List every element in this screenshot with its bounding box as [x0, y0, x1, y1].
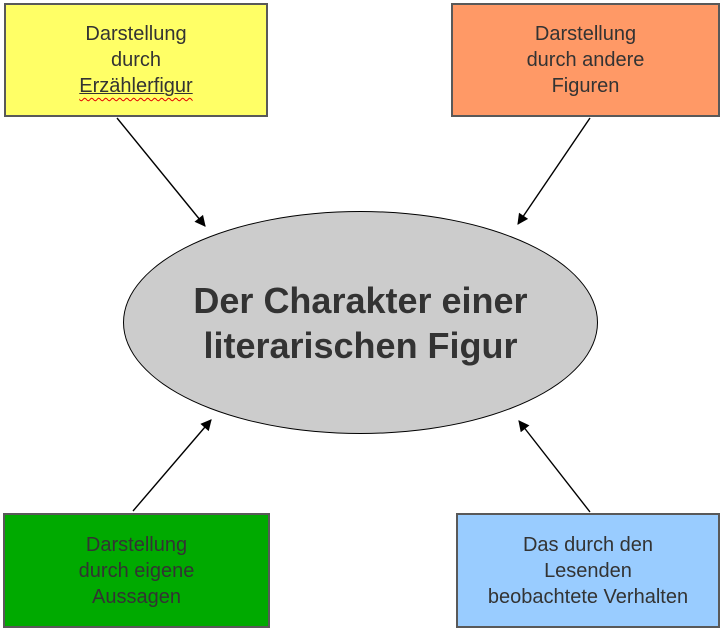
node-line: Darstellung	[534, 23, 637, 45]
node-darstellung-andere-figuren: Darstellung durch andere Figuren	[451, 3, 720, 117]
node-line: Lesenden	[544, 559, 632, 582]
node-line: Darstellung	[85, 533, 188, 556]
center-ellipse-charakter: Der Charakter einer literarischen Figur	[123, 211, 598, 434]
node-darstellung-eigene-aussagen: Darstellung durch eigene Aussagen	[3, 513, 270, 628]
node-line: Aussagen	[92, 585, 181, 608]
node-beobachtetes-verhalten: Das durch den Lesenden beobachtete Verha…	[456, 513, 720, 628]
node-line: durch	[110, 49, 162, 71]
spellchecked-word: Erzählerfigur	[79, 75, 193, 97]
node-line: Erzählerfigur	[79, 73, 192, 99]
node-line: durch andere	[526, 49, 645, 71]
node-line: Das durch den	[522, 533, 654, 556]
node-line: durch eigene	[78, 559, 195, 582]
arrow-bottom-left-to-center	[132, 419, 212, 512]
center-title-line: Der Charakter einer	[193, 279, 528, 321]
arrow-bottom-right-to-center	[518, 420, 591, 513]
center-title-line: literarischen Figur	[203, 324, 518, 366]
node-line: Figuren	[551, 75, 620, 97]
arrow-top-right-to-center	[517, 117, 591, 225]
node-darstellung-erzaehlerfigur: Darstellung durch Erzählerfigur	[4, 3, 268, 117]
node-line: beobachtete Verhalten	[487, 585, 689, 608]
arrow-top-left-to-center	[116, 117, 206, 227]
node-line: Darstellung	[85, 23, 187, 45]
